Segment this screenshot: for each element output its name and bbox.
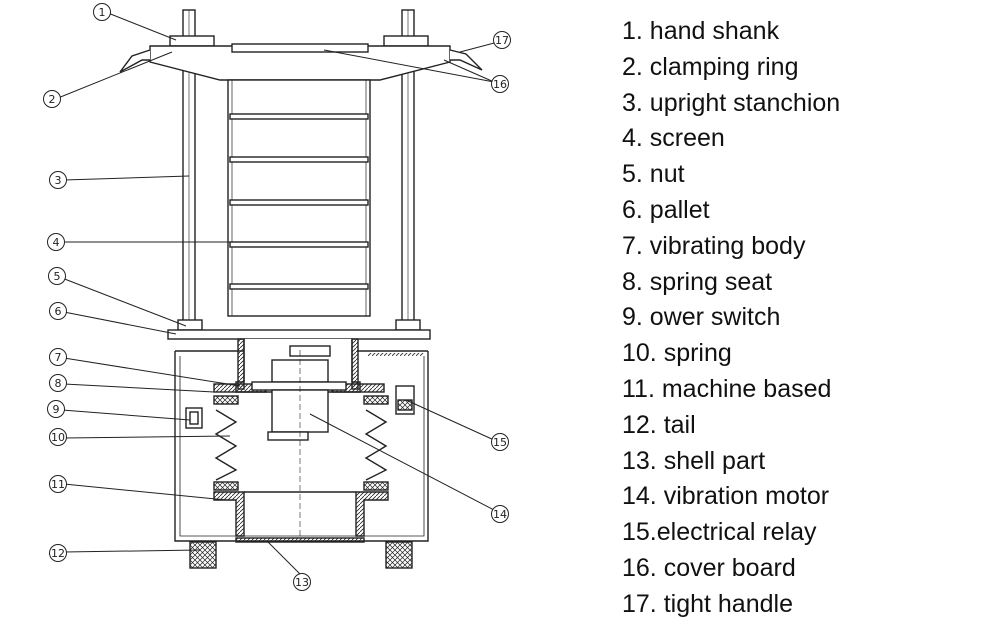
leader-lines: [57, 12, 499, 577]
right-spring: [363, 395, 389, 491]
parts-legend: 1. hand shank 2. clamping ring 3. uprigh…: [622, 14, 994, 623]
callout-14: 14: [493, 508, 507, 521]
callout-16: 16: [493, 78, 507, 91]
callout-circle: [49, 302, 67, 320]
legend-item: 15.electrical relay: [622, 518, 817, 547]
legend-item: 3. upright stanchion: [622, 88, 841, 117]
callout-17: 17: [495, 34, 509, 47]
legend-item: 13. shell part: [622, 446, 766, 475]
shell-part: [235, 537, 365, 543]
left-spring: [213, 395, 239, 491]
legend-item: 1. hand shank: [622, 17, 780, 45]
callout-7: 7: [55, 351, 62, 364]
left-hand-shank: [169, 35, 215, 47]
callout-3: 3: [55, 174, 62, 187]
callout-circle: [491, 75, 509, 93]
callout-11: 11: [51, 478, 65, 491]
callout-circle: [293, 573, 311, 591]
callout-circle: [491, 433, 509, 451]
callout-circle: [47, 400, 65, 418]
callout-4: 4: [53, 236, 60, 249]
legend-item: 11. machine based: [622, 374, 832, 403]
legend-item: 2. clamping ring: [622, 52, 799, 81]
legend-item: 5. nut: [622, 160, 685, 189]
legend-item: 9. ower switch: [622, 303, 781, 332]
callout-circle: [49, 348, 67, 366]
right-nut: [395, 319, 421, 331]
callout-6: 6: [55, 305, 62, 318]
legend-item: 7. vibrating body: [622, 231, 806, 260]
callout-circle: [47, 233, 65, 251]
sieve-shaker-diagram: 1 2 3 4 5 6 7 8 9 10 11 12 13 14 15 16 1…: [43, 3, 511, 591]
callout-circle: [49, 544, 67, 562]
right-hand-shank: [383, 35, 429, 47]
callout-circle: [93, 3, 111, 21]
legend-item: 6. pallet: [622, 195, 710, 224]
callout-circle: [49, 428, 67, 446]
callout-1: 1: [99, 6, 106, 19]
callout-12: 12: [51, 547, 65, 560]
callout-15: 15: [493, 436, 507, 449]
callout-circle: [493, 31, 511, 49]
callout-2: 2: [49, 93, 56, 106]
left-tight-handle: [119, 49, 151, 73]
legend-item: 17. tight handle: [622, 589, 793, 618]
callout-circle: [43, 90, 61, 108]
callout-13: 13: [295, 576, 309, 589]
legend-item: 14. vibration motor: [622, 482, 830, 511]
legend-item: 16. cover board: [622, 553, 796, 582]
right-tail: [385, 541, 413, 569]
callout-circle: [48, 267, 66, 285]
callouts: [43, 3, 511, 591]
callout-9: 9: [53, 403, 60, 416]
callout-8: 8: [55, 377, 62, 390]
callout-circle: [49, 374, 67, 392]
legend-item: 10. spring: [622, 339, 732, 368]
callout-circle: [491, 505, 509, 523]
callout-10: 10: [51, 431, 65, 444]
callout-circle: [49, 475, 67, 493]
left-tail: [189, 541, 217, 569]
machine-drawing: [119, 9, 483, 569]
pallet: [167, 329, 431, 340]
legend-item: 8. spring seat: [622, 267, 773, 296]
callout-labels: 1 2 3 4 5 6 7 8 9 10 11 12 13 14 15 16 1…: [49, 6, 510, 589]
legend-item: 12. tail: [622, 410, 696, 439]
right-tight-handle: [449, 49, 483, 71]
callout-5: 5: [54, 270, 61, 283]
callout-circle: [49, 171, 67, 189]
cover-board: [149, 45, 451, 81]
left-nut: [177, 319, 203, 331]
legend-item: 4. screen: [622, 124, 725, 153]
